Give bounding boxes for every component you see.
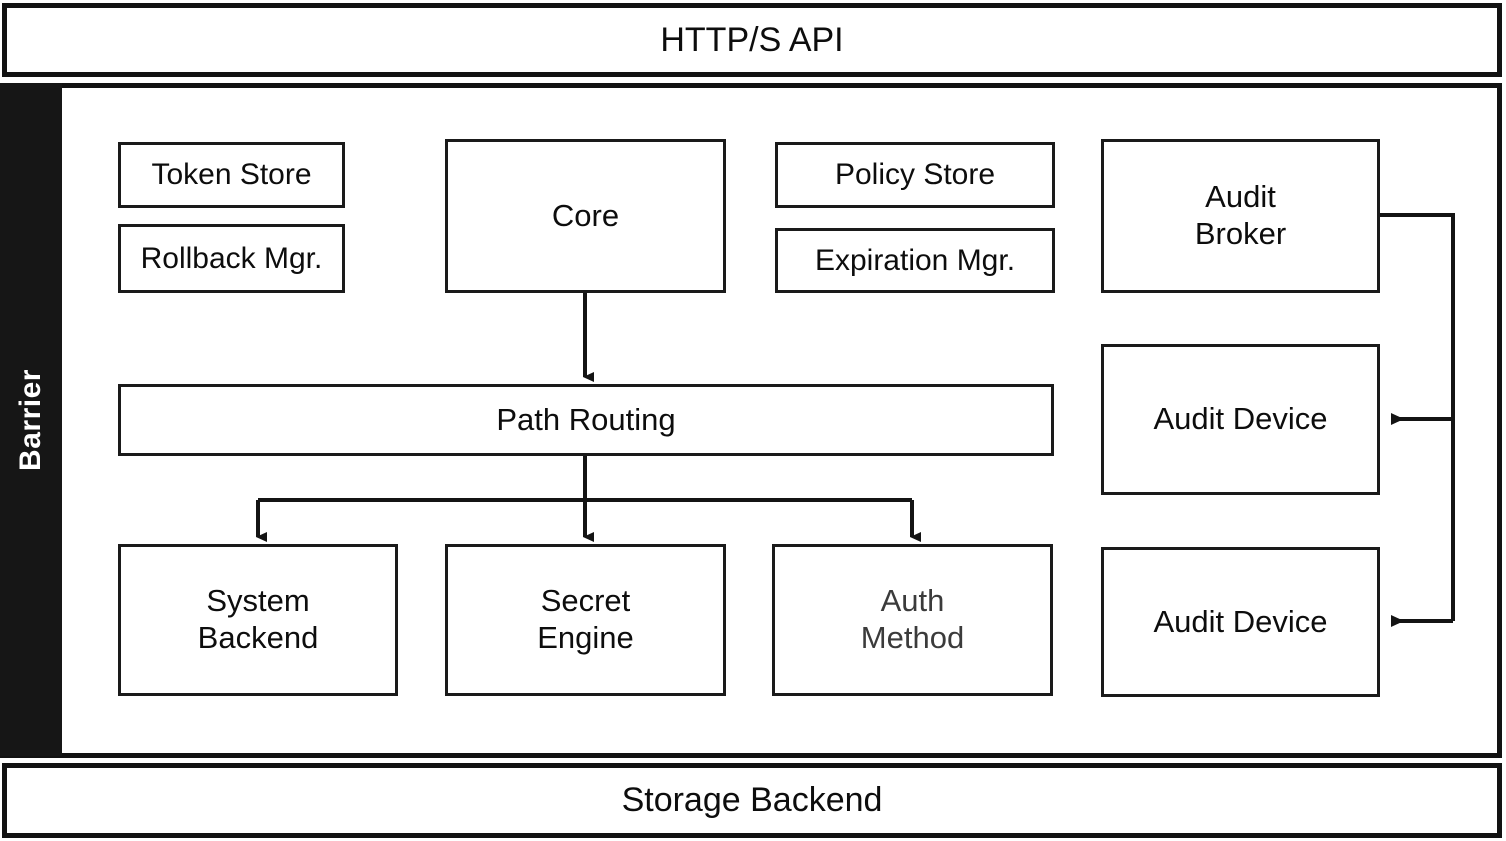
storage-backend-band: Storage Backend: [2, 763, 1502, 838]
node-secret-engine[interactable]: Secret Engine: [445, 544, 726, 696]
node-rollback-mgr[interactable]: Rollback Mgr.: [118, 224, 345, 293]
node-policy-store[interactable]: Policy Store: [775, 142, 1055, 208]
node-auth-method[interactable]: Auth Method: [772, 544, 1053, 696]
node-system-backend[interactable]: System Backend: [118, 544, 398, 696]
node-audit-device-2[interactable]: Audit Device: [1101, 547, 1380, 697]
barrier-bar: Barrier: [0, 83, 62, 756]
node-audit-broker[interactable]: Audit Broker: [1101, 139, 1380, 293]
node-token-store[interactable]: Token Store: [118, 142, 345, 208]
node-expiration-mgr[interactable]: Expiration Mgr.: [775, 228, 1055, 293]
node-core[interactable]: Core: [445, 139, 726, 293]
http-api-band: HTTP/S API: [2, 3, 1502, 77]
node-path-routing[interactable]: Path Routing: [118, 384, 1054, 456]
barrier-label: Barrier: [14, 368, 47, 471]
node-audit-device-1[interactable]: Audit Device: [1101, 344, 1380, 495]
